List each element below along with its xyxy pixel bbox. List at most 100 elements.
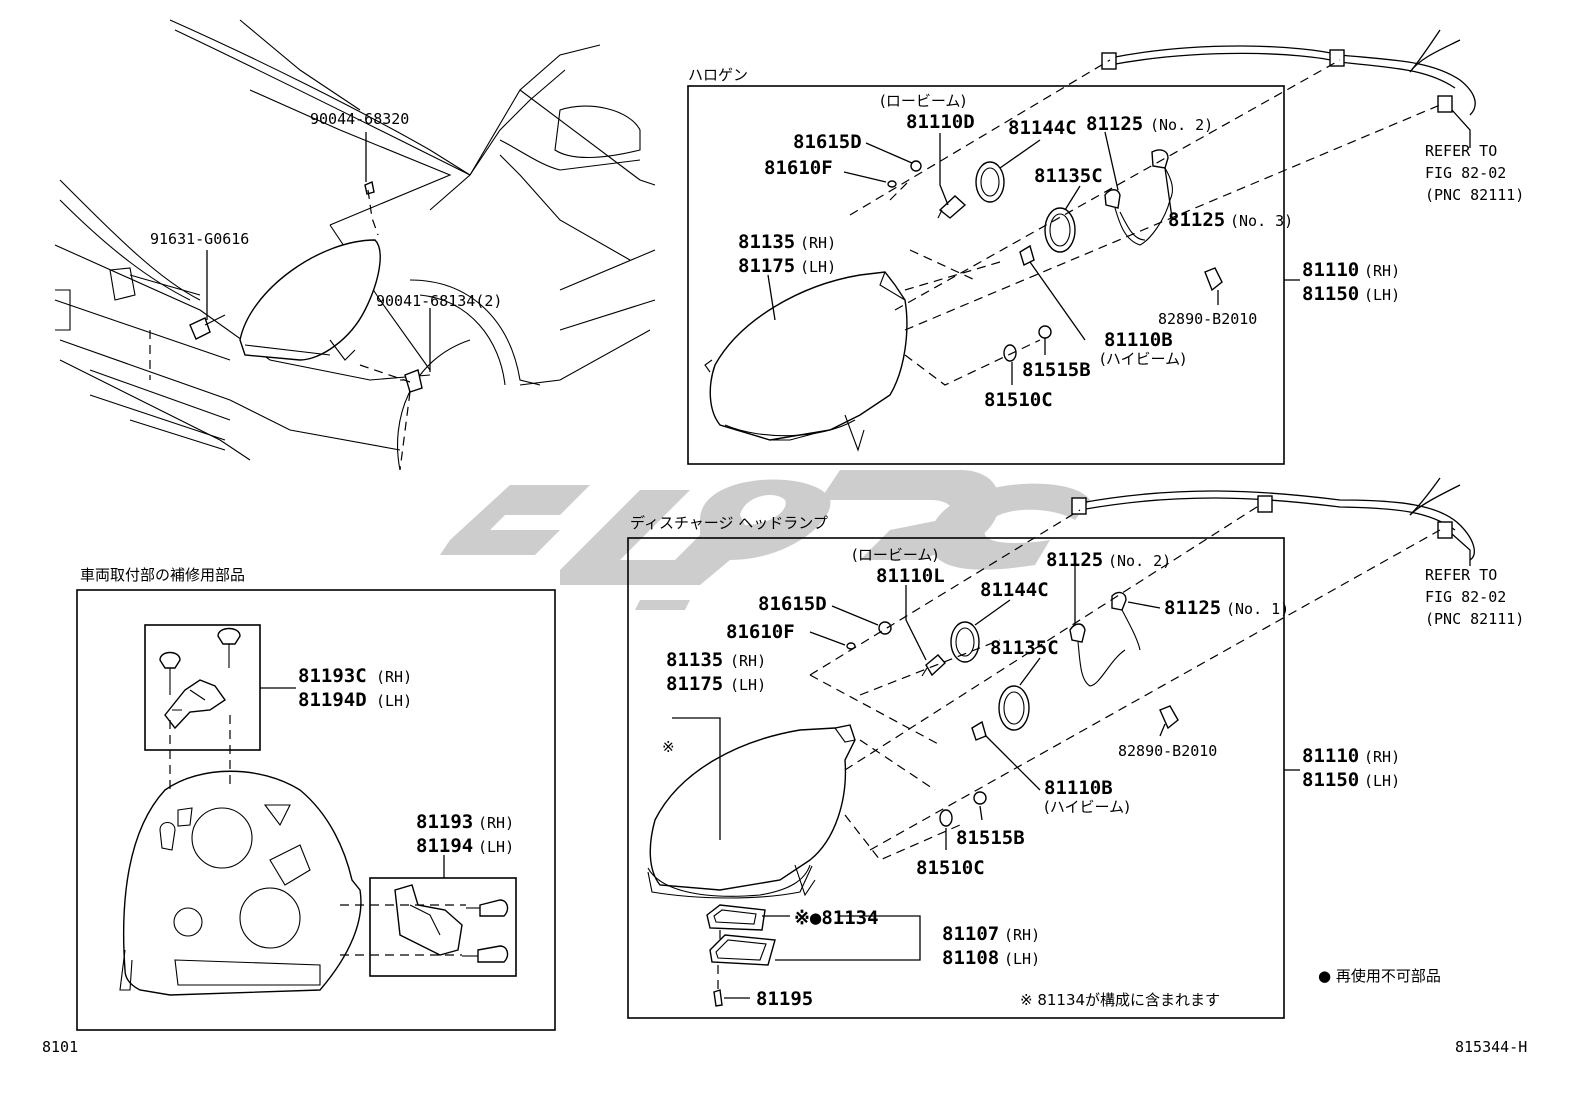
halogen-label-81125-no2: 81125 — [1086, 113, 1143, 135]
footer-page-code: 8101 — [42, 1038, 78, 1056]
halogen-label-81615d: 81615D — [793, 131, 862, 153]
discharge-high-beam-note: (ハイビーム) — [1044, 798, 1130, 816]
label-90041-68134: 90041-68134(2) — [376, 292, 502, 310]
discharge-label-81615d: 81615D — [758, 593, 827, 615]
halogen-label-81135: 81135 — [738, 231, 795, 253]
repair-box-title: 車両取付部の補修用部品 — [80, 566, 245, 584]
discharge-label-81107-side: (RH) — [1004, 926, 1040, 944]
repair-label-81193c: 81193C — [298, 665, 367, 687]
repair-label-81194d: 81194D — [298, 689, 367, 711]
halogen-label-81110-rh-side: (RH) — [1364, 262, 1400, 280]
discharge-label-no2: (No. 2) — [1108, 552, 1171, 570]
discharge-title: ディスチャージ ヘッドランプ — [630, 514, 828, 532]
discharge-label-81134: ※●81134 — [794, 907, 879, 929]
discharge-leader-refer — [1451, 533, 1471, 566]
label-90044-68320: 90044-68320 — [310, 110, 409, 128]
halogen-refer-3: (PNC 82111) — [1425, 186, 1524, 204]
halogen-label-81125-no3: 81125 — [1168, 209, 1225, 231]
halogen-high-beam-note: (ハイビーム) — [1100, 350, 1186, 368]
discharge-label-81108-side: (LH) — [1004, 950, 1040, 968]
halogen-refer-2: FIG 82-02 — [1425, 164, 1506, 182]
discharge-label-81195: 81195 — [756, 988, 813, 1010]
halogen-box — [687, 85, 1285, 465]
discharge-label-81107: 81107 — [942, 923, 999, 945]
halogen-label-81175-side: (LH) — [800, 258, 836, 276]
discharge-label-81125-no1: 81125 — [1164, 597, 1221, 619]
repair-label-81194-side: (LH) — [478, 838, 514, 856]
repair-label-81194: 81194 — [416, 835, 473, 857]
halogen-label-81135-side: (RH) — [800, 234, 836, 252]
halogen-title: ハロゲン — [688, 66, 748, 84]
halogen-label-81144c: 81144C — [1008, 117, 1077, 139]
discharge-asterisk: ※ — [662, 738, 675, 756]
discharge-footnote: ※ 81134が構成に含まれます — [1020, 991, 1220, 1009]
discharge-leaders — [672, 566, 1300, 999]
repair-leaders — [260, 687, 445, 878]
discharge-label-81110l: 81110L — [876, 565, 945, 587]
halogen-label-81150-lh: 81150 — [1302, 283, 1359, 305]
discharge-label-81135-side: (RH) — [730, 652, 766, 670]
halogen-headlamp-housing — [704, 271, 908, 452]
discharge-label-81125-no2: 81125 — [1046, 549, 1103, 571]
repair-inset-tab — [369, 877, 517, 977]
discharge-box — [627, 537, 1285, 1019]
discharge-headlamp-housing — [647, 724, 856, 899]
halogen-wiring-harness — [1101, 29, 1476, 116]
discharge-label-82890: 82890-B2010 — [1118, 742, 1217, 760]
repair-tab-parts — [394, 884, 509, 963]
halogen-label-81175: 81175 — [738, 255, 795, 277]
discharge-label-81135: 81135 — [666, 649, 723, 671]
discharge-refer-2: FIG 82-02 — [1425, 588, 1506, 606]
repair-label-81193: 81193 — [416, 811, 473, 833]
discharge-label-81144c: 81144C — [980, 579, 1049, 601]
discharge-label-81175-side: (LH) — [730, 676, 766, 694]
discharge-ballast — [706, 904, 776, 1007]
halogen-refer-1: REFER TO — [1425, 142, 1497, 160]
discharge-wiring-harness — [1071, 477, 1475, 561]
halogen-leaders — [767, 131, 1300, 385]
halogen-label-82890: 82890-B2010 — [1158, 310, 1257, 328]
discharge-dashed-guides — [717, 504, 1441, 990]
discharge-small-parts — [846, 591, 1179, 827]
vehicle-front-illustration — [54, 19, 656, 471]
repair-housing-back — [119, 770, 362, 996]
discharge-low-beam-note: (ロービーム) — [852, 546, 938, 564]
discharge-label-81110b: 81110B — [1044, 777, 1113, 799]
discharge-label-81110-rh-side: (RH) — [1364, 748, 1400, 766]
discharge-label-81135c: 81135C — [990, 637, 1059, 659]
discharge-label-81515b: 81515B — [956, 827, 1025, 849]
footer-figure-code: 815344-H — [1455, 1038, 1527, 1056]
halogen-label-81510c: 81510C — [984, 389, 1053, 411]
halogen-label-no2: (No. 2) — [1150, 116, 1213, 134]
halogen-label-81110b: 81110B — [1104, 329, 1173, 351]
legend-non-reusable: ● 再使用不可部品 — [1318, 967, 1441, 985]
repair-label-81193c-side: (RH) — [376, 668, 412, 686]
discharge-label-81175: 81175 — [666, 673, 723, 695]
halogen-label-81110-rh: 81110 — [1302, 259, 1359, 281]
repair-label-81193-side: (RH) — [478, 814, 514, 832]
discharge-label-81108: 81108 — [942, 947, 999, 969]
halogen-label-81150-lh-side: (LH) — [1364, 286, 1400, 304]
discharge-label-81610f: 81610F — [726, 621, 795, 643]
repair-label-81194d-side: (LH) — [376, 692, 412, 710]
discharge-label-81110-rh: 81110 — [1302, 745, 1359, 767]
discharge-label-81510c: 81510C — [916, 857, 985, 879]
discharge-label-no1: (No. 1) — [1226, 600, 1289, 618]
discharge-label-81150-lh: 81150 — [1302, 769, 1359, 791]
halogen-label-81515b: 81515B — [1022, 359, 1091, 381]
discharge-refer-3: (PNC 82111) — [1425, 610, 1524, 628]
repair-box — [76, 589, 556, 1031]
repair-bracket-parts — [159, 627, 241, 730]
halogen-low-beam-note: (ロービーム) — [880, 92, 966, 110]
discharge-refer-1: REFER TO — [1425, 566, 1497, 584]
halogen-label-81135c: 81135C — [1034, 165, 1103, 187]
repair-dashed-guides — [169, 715, 466, 956]
halogen-small-parts — [887, 149, 1223, 362]
halogen-label-no3: (No. 3) — [1230, 212, 1293, 230]
discharge-label-81150-lh-side: (LH) — [1364, 772, 1400, 790]
halogen-label-81610f: 81610F — [764, 157, 833, 179]
halogen-label-81110d: 81110D — [906, 111, 975, 133]
label-91631-g0616: 91631-G0616 — [150, 230, 249, 248]
halogen-leader-refer — [1451, 109, 1471, 148]
